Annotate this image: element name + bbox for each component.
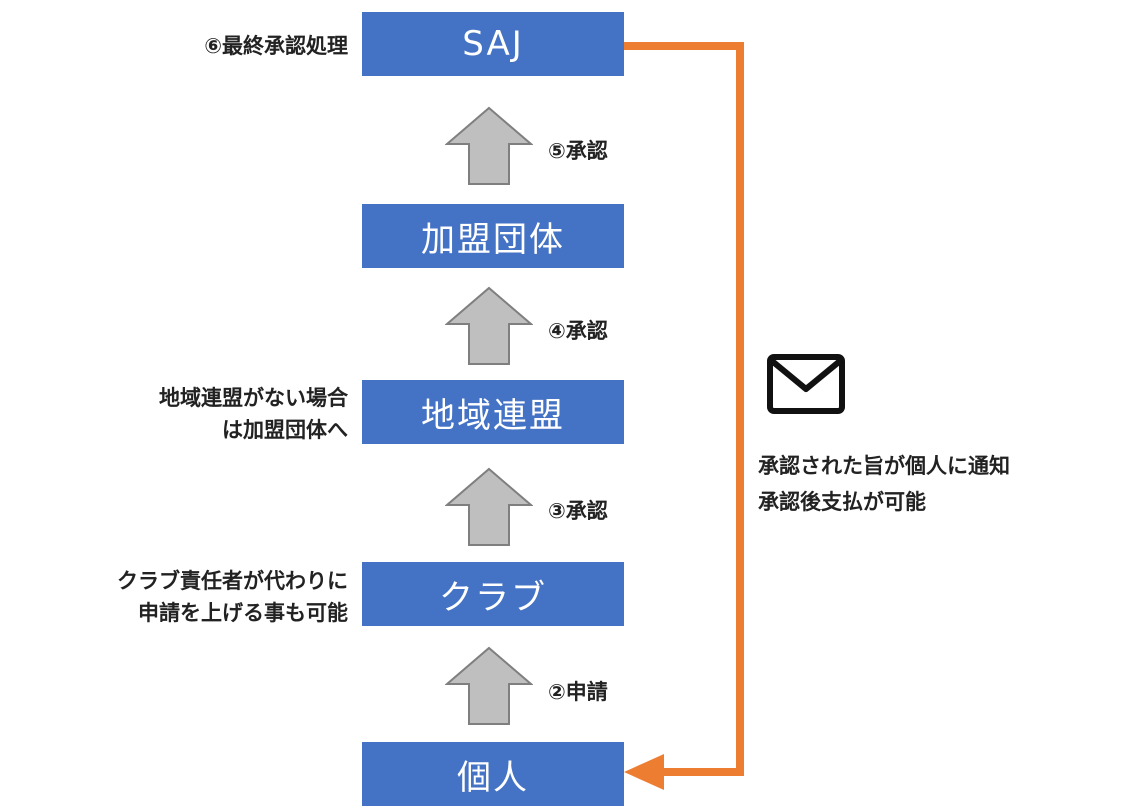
club-box: クラブ [362, 562, 624, 626]
step-approve-3: ③承認 [548, 499, 608, 523]
notification-line1: 承認された旨が個人に通知 [758, 454, 1010, 478]
saj-box: SAJ [362, 12, 624, 76]
note-club: クラブ責任者が代わりに 申請を上げる事も可能 [117, 565, 348, 629]
note-regional-line1: 地域連盟がない場合 [159, 386, 348, 410]
individual-label: 個人 [457, 757, 529, 798]
regional-federation-label: 地域連盟 [421, 395, 565, 436]
note-regional-line2: は加盟団体へ [222, 418, 348, 442]
individual-box: 個人 [362, 742, 624, 806]
step-approve-5: ⑤承認 [548, 139, 608, 163]
member-org-label: 加盟団体 [421, 219, 565, 260]
up-arrow-icon [445, 106, 533, 185]
up-arrow-icon [445, 646, 533, 725]
note-final-text: ⑥最終承認処理 [204, 34, 348, 58]
saj-label: SAJ [462, 24, 524, 64]
up-arrow-icon [445, 286, 533, 365]
note-regional: 地域連盟がない場合 は加盟団体へ [159, 382, 348, 446]
note-club-line1: クラブ責任者が代わりに [117, 569, 348, 593]
connector-arrowhead [624, 754, 664, 790]
envelope-icon [767, 354, 845, 414]
notification-line2: 承認後支払が可能 [758, 490, 926, 514]
note-club-line2: 申請を上げる事も可能 [138, 601, 348, 625]
note-final-approval: ⑥最終承認処理 [204, 30, 348, 62]
up-arrow-icon [445, 467, 533, 546]
member-org-box: 加盟団体 [362, 204, 624, 268]
step-approve-4: ④承認 [548, 319, 608, 343]
regional-federation-box: 地域連盟 [362, 380, 624, 444]
notification-text: 承認された旨が個人に通知 承認後支払が可能 [758, 448, 1010, 520]
step-apply: ②申請 [548, 680, 608, 704]
club-label: クラブ [439, 577, 547, 618]
